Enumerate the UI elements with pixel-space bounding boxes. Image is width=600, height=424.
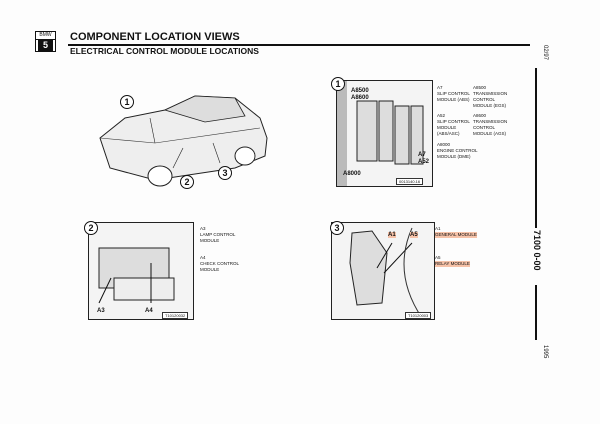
margin-rule-bottom xyxy=(535,285,537,340)
tag-a8000: A8000 xyxy=(343,171,361,177)
tag-a1: A1 xyxy=(388,232,396,238)
figure-3-interior xyxy=(331,222,435,320)
series-number: 5 xyxy=(38,40,53,51)
tag-a7: A7 xyxy=(418,152,426,158)
page-title: COMPONENT LOCATION VIEWS xyxy=(70,31,240,43)
trunk-module-illustration xyxy=(98,247,175,304)
title-rule xyxy=(68,44,530,46)
margin-year: 1995 xyxy=(542,345,548,359)
tag-a4: A4 xyxy=(145,308,153,314)
figure-3-callout: 3 xyxy=(330,221,344,235)
tag-a8600: A8600 xyxy=(351,95,369,101)
tag-a52: A52 xyxy=(418,159,430,165)
page-subtitle: ELECTRICAL CONTROL MODULE LOCATIONS xyxy=(70,46,259,56)
tag-a3: A3 xyxy=(97,308,105,314)
engine-bay-illustration xyxy=(337,81,424,186)
car-overview-illustration xyxy=(99,95,268,187)
figure-1-callout: 1 xyxy=(331,77,345,91)
figure-2-code: T10120032 xyxy=(162,312,189,319)
margin-section-number: 7100 0-00 xyxy=(532,230,542,271)
overview-callout-3: 3 xyxy=(218,166,232,180)
margin-rule-top xyxy=(535,68,537,228)
margin-date: 02/97 xyxy=(542,45,548,61)
bmw-5-series-logo: BMW 5 xyxy=(35,31,56,52)
figure-1-code: 0013140.16 xyxy=(396,178,424,185)
figure-2-callout: 2 xyxy=(84,221,98,235)
tag-a5: A5 xyxy=(410,232,418,238)
overview-callout-1: 1 xyxy=(120,95,134,109)
figure-2-trunk xyxy=(88,222,194,320)
logo-text: BMW xyxy=(36,32,55,40)
interior-module-illustration xyxy=(349,227,423,319)
figure-3-code: T10120003 xyxy=(405,312,432,319)
tag-a8500: A8500 xyxy=(351,88,369,94)
figure-1-engine-bay xyxy=(336,80,433,187)
overview-callout-2: 2 xyxy=(180,175,194,189)
